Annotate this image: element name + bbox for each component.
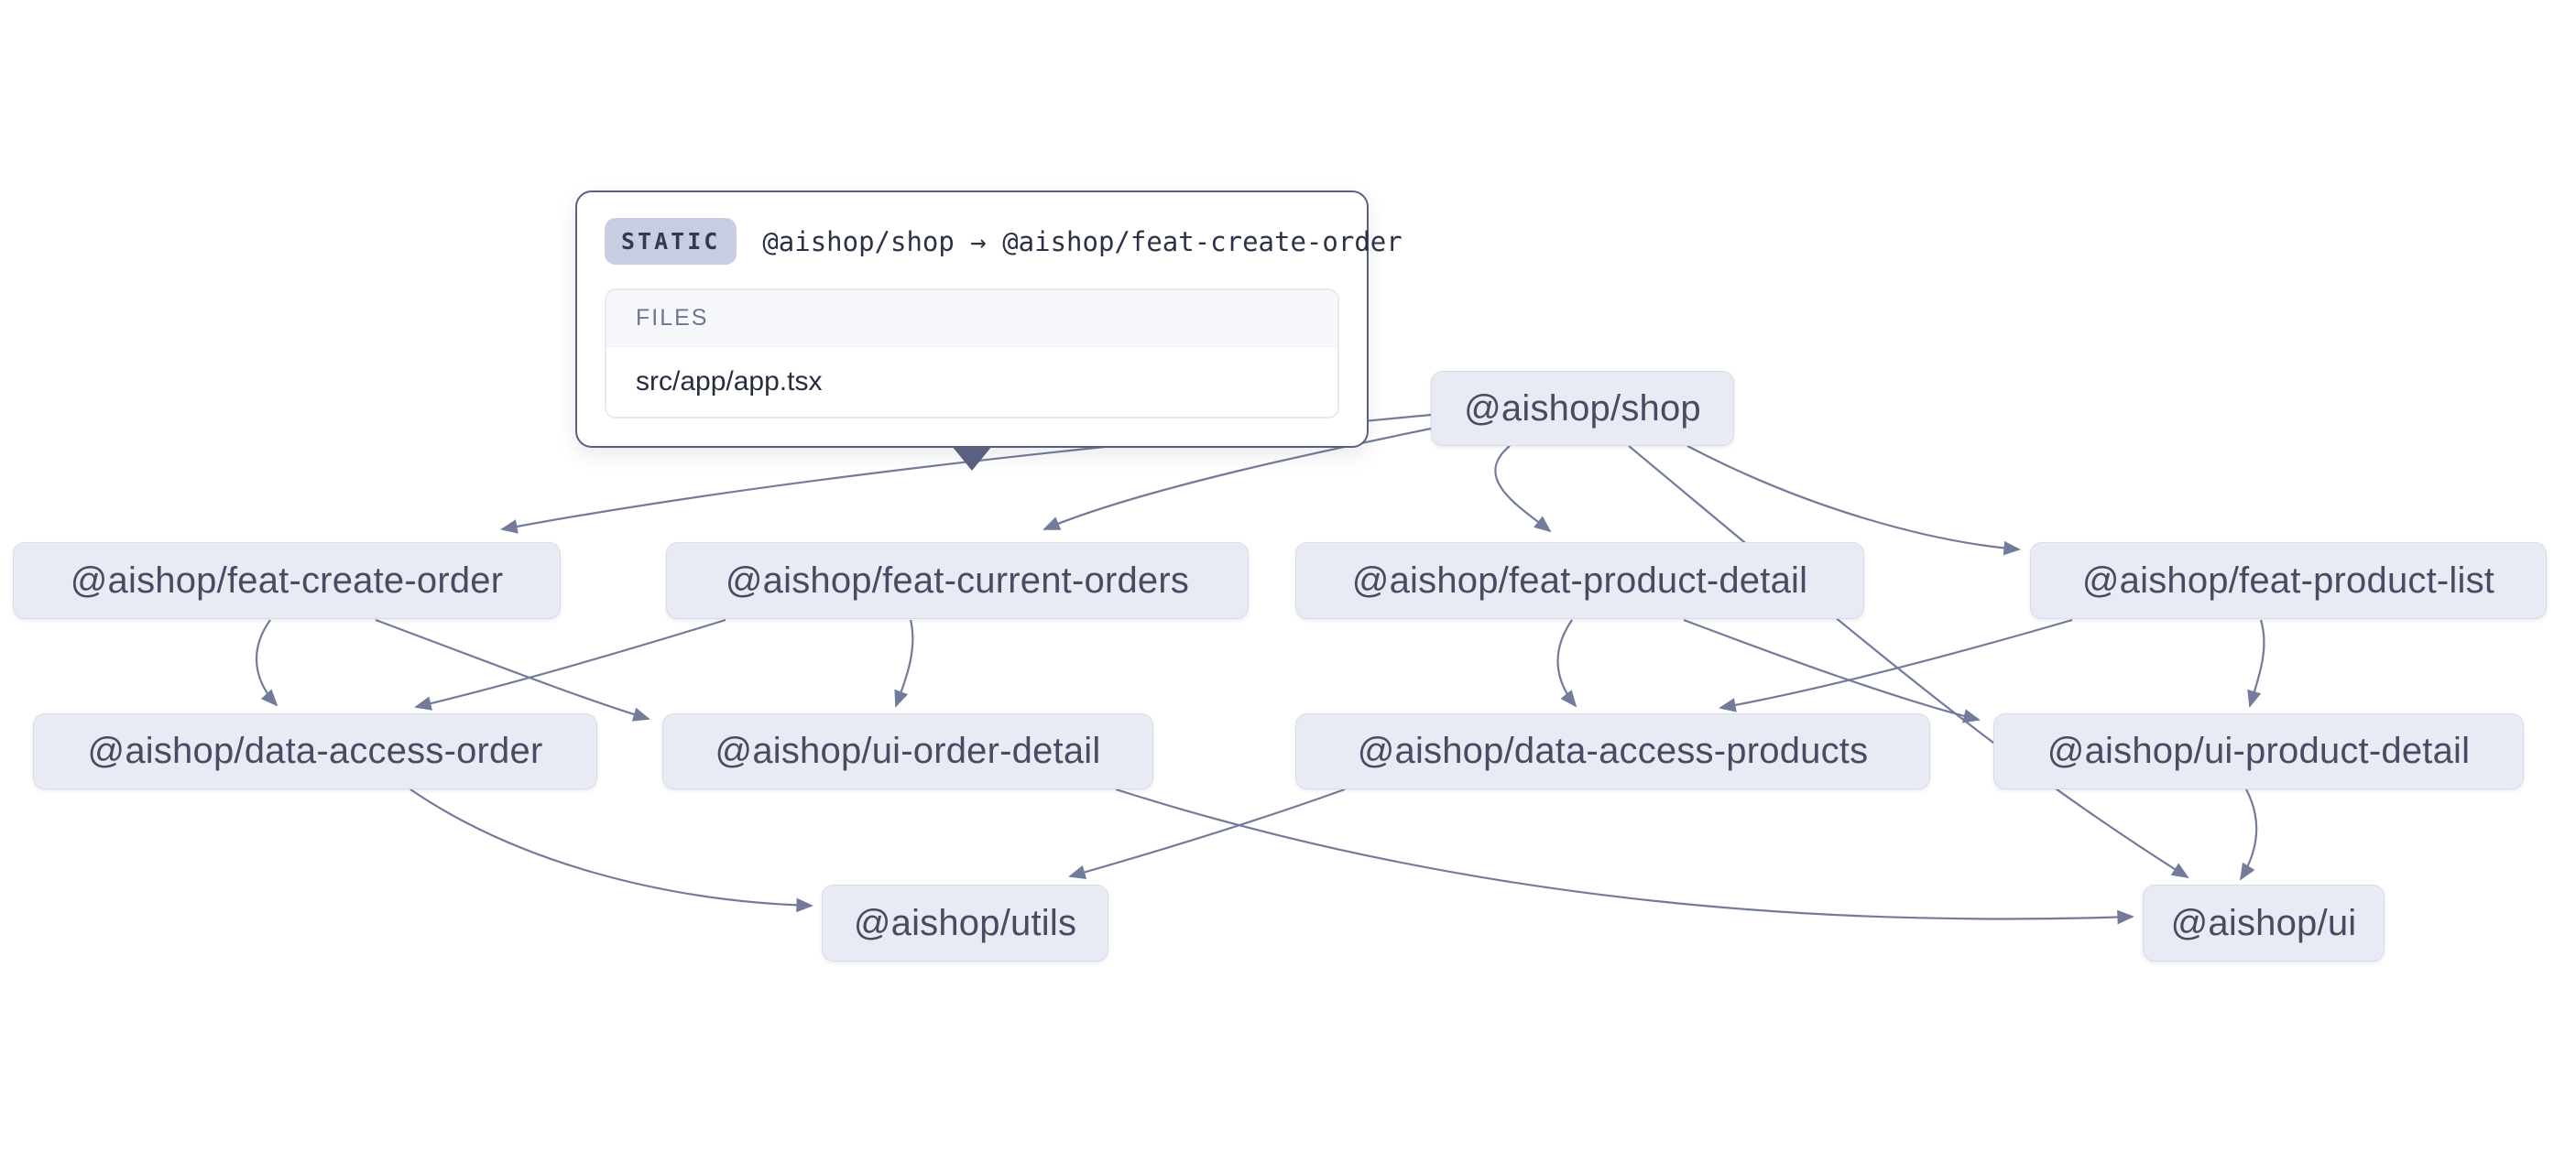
node-label: @aishop/shop (1464, 387, 1701, 429)
node-ui[interactable]: @aishop/ui (2143, 885, 2385, 962)
node-shop[interactable]: @aishop/shop (1431, 371, 1734, 446)
node-label: @aishop/ui-product-detail (2047, 731, 2471, 771)
node-label: @aishop/feat-product-detail (1351, 560, 1808, 601)
node-feat-current-orders[interactable]: @aishop/feat-current-orders (666, 542, 1249, 619)
edge-feat-product-list-to-data-access-products[interactable] (1719, 618, 2073, 712)
edge-tooltip: STATIC @aishop/shop → @aishop/feat-creat… (575, 190, 1403, 471)
node-ui-order-detail[interactable]: @aishop/ui-order-detail (662, 713, 1153, 789)
edge-feat-product-detail-to-ui-product-detail[interactable] (1683, 618, 1981, 723)
edge-ui-order-detail-to-ui[interactable] (1115, 788, 2134, 925)
node-label: @aishop/feat-product-list (2081, 560, 2495, 601)
node-feat-product-detail[interactable]: @aishop/feat-product-detail (1295, 542, 1864, 619)
edge-data-access-order-to-utils[interactable] (409, 788, 813, 913)
edge-feat-product-detail-to-data-access-products[interactable] (1556, 619, 1577, 708)
file-path: src/app/app.tsx (606, 347, 1337, 417)
edge-type-badge: STATIC (605, 218, 737, 265)
edge-data-access-products-to-utils[interactable] (1068, 788, 1346, 879)
edge-ui-product-detail-to-ui[interactable] (2239, 788, 2258, 881)
edge-shop-to-feat-product-list[interactable] (1686, 445, 2021, 556)
node-label: @aishop/data-access-products (1357, 731, 1869, 771)
node-feat-create-order[interactable]: @aishop/feat-create-order (13, 542, 561, 619)
node-data-access-products[interactable]: @aishop/data-access-products (1295, 713, 1930, 789)
node-label: @aishop/ui (2170, 902, 2357, 943)
edge-shop-to-feat-current-orders[interactable] (1042, 427, 1432, 531)
edge-shop-to-ui[interactable] (1628, 445, 2189, 879)
tooltip-header: STATIC @aishop/shop → @aishop/feat-creat… (605, 218, 1403, 265)
edge-feat-product-list-to-ui-product-detail[interactable] (2247, 619, 2265, 708)
node-label: @aishop/feat-current-orders (725, 560, 1190, 601)
node-label: @aishop/utils (853, 902, 1077, 943)
tooltip-caret (952, 446, 992, 471)
node-utils[interactable]: @aishop/utils (822, 885, 1108, 962)
node-label: @aishop/ui-order-detail (715, 731, 1101, 771)
files-panel-header: FILES (606, 290, 1337, 347)
node-label: @aishop/data-access-order (87, 731, 543, 771)
edge-feat-create-order-to-ui-order-detail[interactable] (375, 618, 650, 722)
node-ui-product-detail[interactable]: @aishop/ui-product-detail (1993, 713, 2524, 789)
edge-feat-create-order-to-data-access-order[interactable] (256, 619, 278, 707)
edge-feat-current-orders-to-data-access-order[interactable] (414, 618, 726, 711)
node-feat-product-list[interactable]: @aishop/feat-product-list (2030, 542, 2547, 619)
files-panel: FILES src/app/app.tsx (605, 288, 1339, 418)
node-label: @aishop/feat-create-order (70, 560, 504, 601)
edge-shop-to-feat-product-detail[interactable] (1494, 445, 1552, 533)
edge-relation-text: @aishop/shop → @aishop/feat-create-order (762, 225, 1403, 257)
edge-feat-current-orders-to-ui-order-detail[interactable] (894, 619, 914, 708)
node-data-access-order[interactable]: @aishop/data-access-order (33, 713, 597, 789)
